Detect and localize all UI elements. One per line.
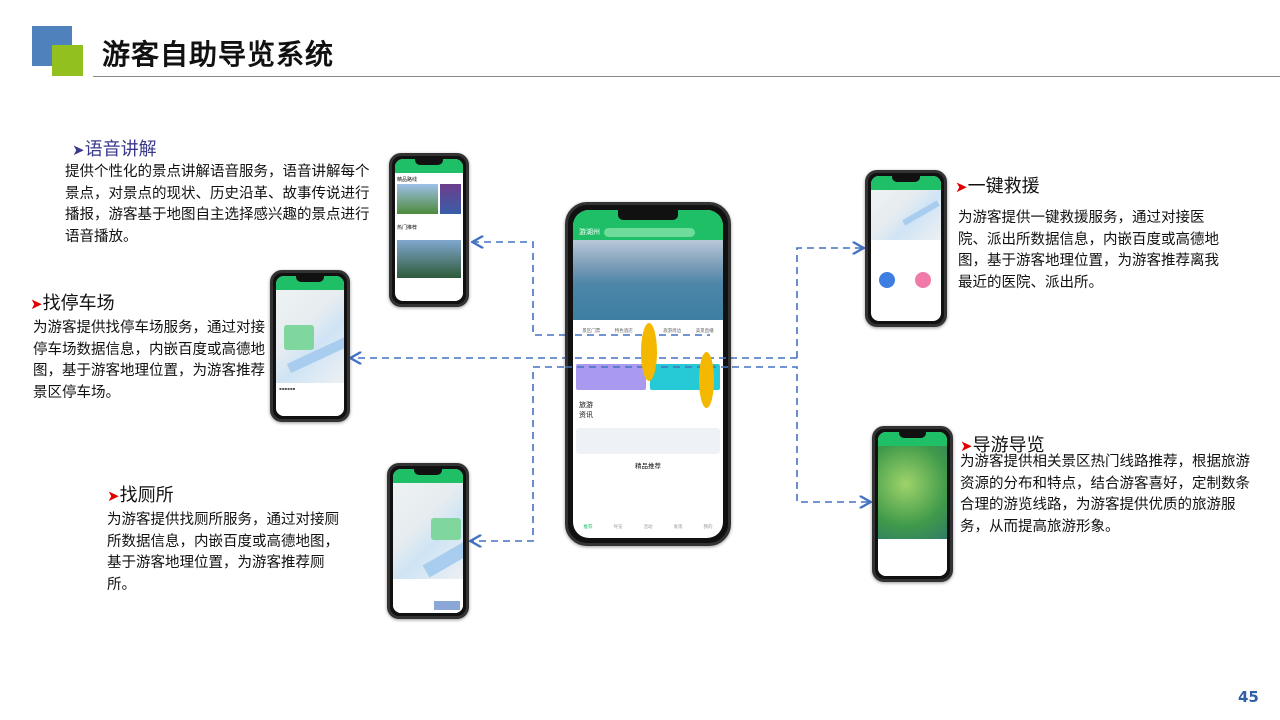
toilet-phone-screenshot — [387, 463, 469, 619]
logo-square-green — [52, 45, 83, 76]
parking-heading: ➤找停车场 — [30, 289, 115, 315]
arrow-bullet-icon: ➤ — [30, 295, 43, 313]
page-number: 45 — [1238, 688, 1259, 706]
arrow-bullet-icon: ➤ — [107, 487, 120, 505]
app-name: 游湖州 — [579, 228, 600, 236]
connector-guide — [708, 366, 869, 502]
parking-heading-text: 找停车场 — [42, 293, 115, 314]
rescue-heading-text: 一键救援 — [967, 176, 1040, 197]
guide-heading-text: 导游导览 — [972, 435, 1045, 456]
parking-description: 为游客提供找停车场服务，通过对接停车场数据信息，内嵌百度或高德地图，基于游客地理… — [33, 320, 265, 401]
recommend-label: 精品推荐 — [635, 462, 661, 470]
icon-live[interactable]: 美景直播 — [695, 329, 714, 334]
rescue-heading: ➤一键救援 — [955, 172, 1040, 198]
icon-nearby[interactable]: 旅游周边 — [663, 329, 682, 334]
title-divider — [93, 76, 1280, 77]
page-title: 游客自助导览系统 — [102, 38, 335, 71]
tab-discover[interactable]: 发现 — [673, 525, 683, 530]
guide-phone-screenshot — [872, 426, 953, 582]
search-input[interactable] — [604, 227, 695, 237]
tab-me[interactable]: 我的 — [703, 525, 713, 530]
main-phone-screenshot: 游湖州 景区门票 特色酒店 旅游周边 美景直播 旅游资讯 精品推荐 推荐 导览 活动 发现… — [565, 202, 731, 546]
tab-events[interactable]: 活动 — [643, 525, 653, 530]
highlight-marker — [641, 323, 657, 381]
voice-description: 提供个性化的景点讲解语音服务，语音讲解每个景点，对景点的现状、历史沿革、故事传说… — [65, 164, 370, 245]
hospital-button-icon — [915, 272, 931, 288]
news-label: 旅游资讯 — [579, 401, 593, 419]
voice-heading: ➤语音讲解 — [72, 135, 157, 161]
arrow-bullet-icon: ➤ — [955, 178, 968, 196]
tab-recommend[interactable]: 推荐 — [583, 525, 593, 530]
icon-hotels[interactable]: 特色酒店 — [614, 329, 633, 334]
icon-tickets[interactable]: 景区门票 — [582, 329, 601, 334]
toilet-heading-text: 找厕所 — [119, 485, 174, 506]
highlight-marker — [699, 352, 714, 408]
police-button-icon — [879, 272, 895, 288]
voice-phone-screenshot: 精品路线 热门推荐 — [389, 153, 469, 307]
toilet-description: 为游客提供找厕所服务，通过对接厕所数据信息，内嵌百度或高德地图，基于游客地理位置… — [107, 512, 339, 593]
voice-heading-text: 语音讲解 — [84, 139, 157, 160]
banner-image — [573, 240, 723, 320]
tab-guide[interactable]: 导览 — [613, 525, 623, 530]
guide-description: 为游客提供相关景区热门线路推荐，根据旅游资源的分布和特点，结合游客喜好，定制数条… — [960, 454, 1250, 535]
guide-heading: ➤导游导览 — [960, 431, 1045, 457]
arrow-bullet-icon: ➤ — [72, 141, 85, 159]
connector-rescue — [796, 248, 862, 358]
voice-section-label: 精品路线 — [397, 177, 418, 183]
voice-section2-label: 热门推荐 — [397, 225, 418, 231]
rescue-phone-screenshot — [865, 170, 947, 327]
rescue-description: 为游客提供一键救援服务，通过对接医院、派出所数据信息，内嵌百度或高德地图，基于游… — [958, 210, 1219, 291]
toilet-heading: ➤找厕所 — [107, 481, 174, 507]
parking-phone-screenshot: ▪▪▪▪▪▪ — [270, 270, 350, 422]
arrow-bullet-icon: ➤ — [960, 437, 973, 455]
